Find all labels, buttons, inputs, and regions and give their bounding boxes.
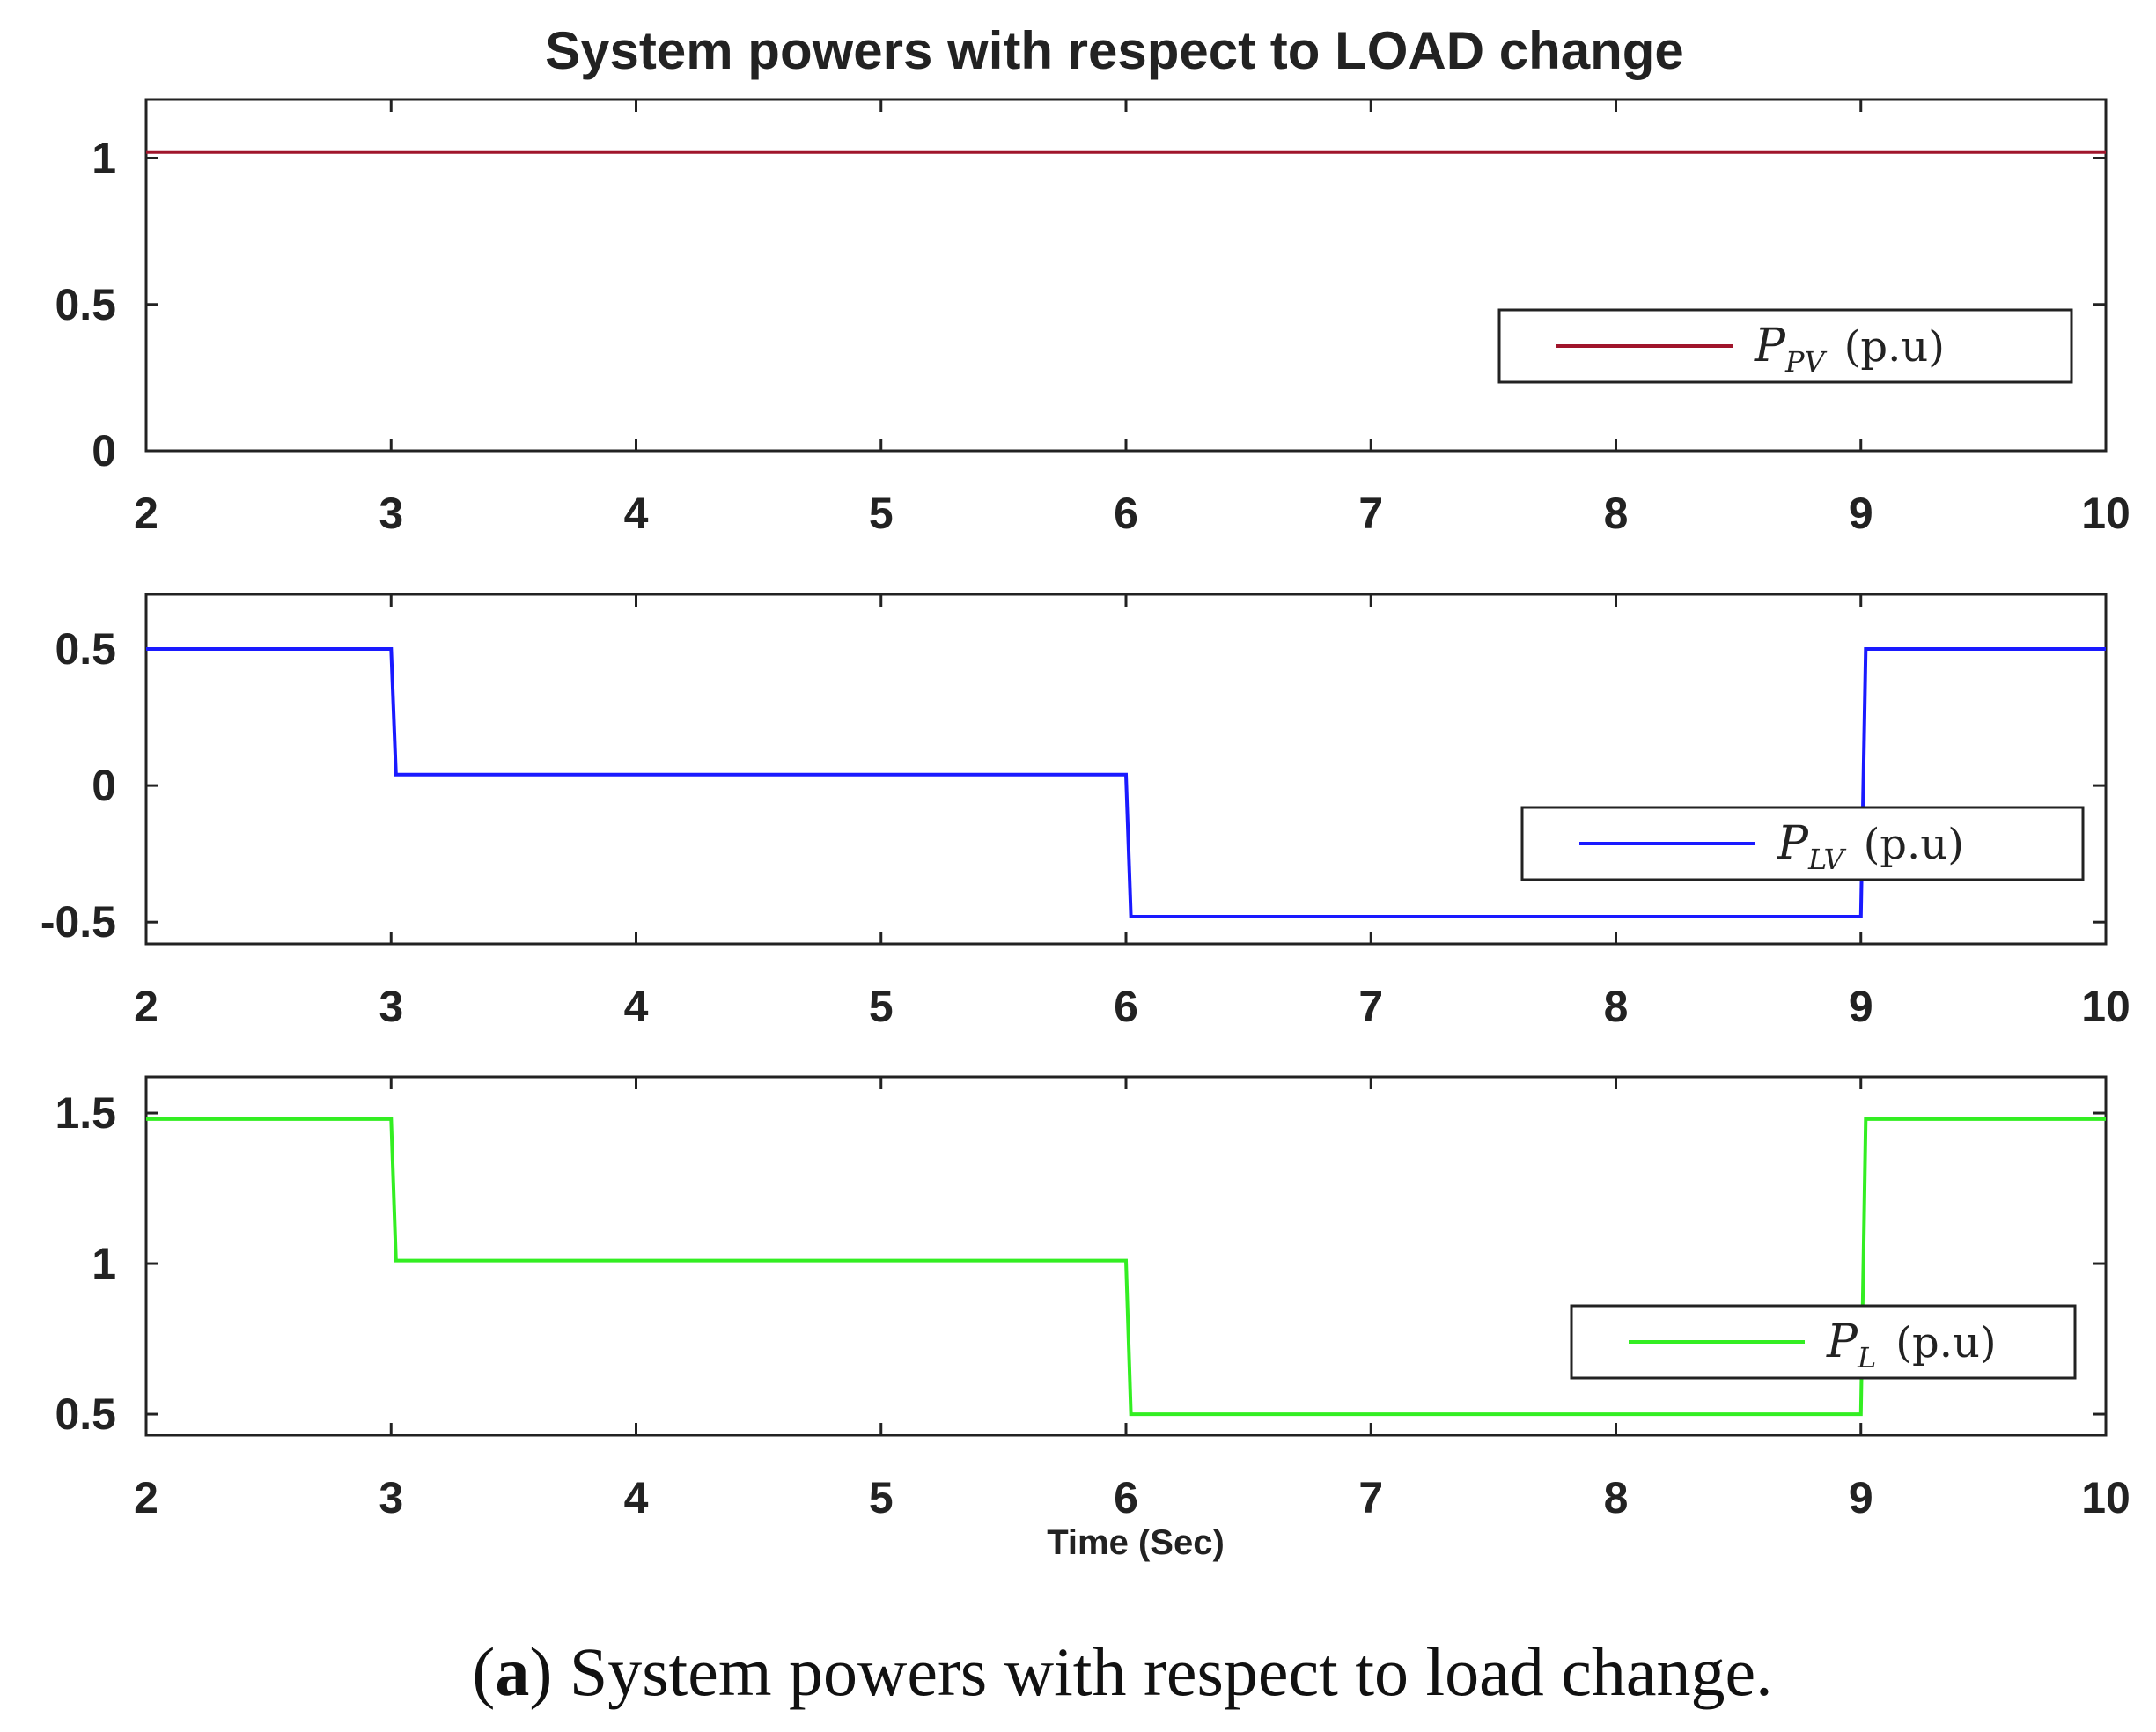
x-tick-label: 5 [869, 489, 894, 538]
x-tick-label: 9 [1849, 1473, 1873, 1522]
chart-title: System powers with respect to LOAD chang… [545, 21, 1684, 80]
x-tick-label: 7 [1358, 489, 1383, 538]
x-tick-label: 2 [134, 489, 158, 538]
legend: PL (p.u) [1570, 1304, 2077, 1380]
legend-symbol: P [1826, 1316, 1858, 1368]
legend-unit: (p.u) [1844, 322, 1945, 372]
legend-symbol: P [1754, 320, 1786, 372]
caption-text: System powers with respect to load chang… [552, 1633, 1772, 1710]
x-tick-label: 7 [1358, 1473, 1383, 1522]
axes-box [144, 593, 2108, 946]
legend-subscript: LV [1807, 843, 1846, 876]
legend: PPV (p.u) [1497, 308, 2073, 384]
x-tick-label: 4 [624, 489, 649, 538]
x-tick-label: 2 [134, 982, 158, 1031]
x-tick-label: 3 [379, 1473, 403, 1522]
x-tick-label: 4 [624, 1473, 649, 1522]
x-tick-label: 9 [1849, 982, 1873, 1031]
x-tick-label: 6 [1114, 489, 1138, 538]
y-tick-label: -0.5 [40, 897, 116, 947]
x-tick-label: 5 [869, 1473, 894, 1522]
panel-load: 2 3 4 5 6 7 8 9 10 0.5 1 1.5PL (p.u) [55, 1075, 2130, 1522]
legend-unit: (p.u) [1864, 820, 1964, 869]
x-tick-label: 10 [2081, 489, 2130, 538]
legend-unit: (p.u) [1895, 1318, 1996, 1367]
legend-label: PLV (p.u) [1777, 817, 1964, 876]
x-axis-label: Time (Sec) [1047, 1523, 1225, 1562]
series-line [146, 1117, 2106, 1417]
y-tick-label: 0.5 [55, 1389, 116, 1439]
x-tick-label: 8 [1604, 489, 1629, 538]
y-tick-label: 1.5 [55, 1088, 116, 1138]
x-tick-label: 2 [134, 1473, 158, 1522]
x-tick-label: 7 [1358, 982, 1383, 1031]
x-tick-label: 8 [1604, 982, 1629, 1031]
series-line [146, 647, 2106, 918]
x-tick-label: 8 [1604, 1473, 1629, 1522]
legend-symbol: P [1777, 817, 1809, 870]
y-tick-label: 0.5 [55, 624, 116, 674]
x-tick-label: 3 [379, 489, 403, 538]
x-tick-label: 6 [1114, 982, 1138, 1031]
y-tick-label: 0 [92, 426, 116, 475]
y-tick-label: 0 [92, 761, 116, 810]
x-tick-label: 9 [1849, 489, 1873, 538]
y-tick-label: 0.5 [55, 280, 116, 329]
legend-subscript: PV [1784, 345, 1828, 379]
x-tick-label: 10 [2081, 982, 2130, 1031]
caption-close: ) [529, 1633, 552, 1710]
x-tick-label: 5 [869, 982, 894, 1031]
caption-label: a [495, 1633, 529, 1710]
y-tick-label: 1 [92, 134, 116, 183]
caption-open: ( [472, 1633, 495, 1710]
figure-caption: (a) System powers with respect to load c… [472, 1633, 1772, 1710]
x-tick-label: 6 [1114, 1473, 1138, 1522]
x-tick-label: 4 [624, 982, 649, 1031]
legend: PLV (p.u) [1520, 806, 2085, 881]
axes-box [144, 1075, 2108, 1437]
y-tick-label: 1 [92, 1239, 116, 1288]
legend-label: PPV (p.u) [1754, 320, 1945, 379]
x-tick-label: 3 [379, 982, 403, 1031]
x-tick-label: 10 [2081, 1473, 2130, 1522]
legend-label: PL (p.u) [1826, 1316, 1997, 1375]
legend-subscript: L [1857, 1341, 1876, 1375]
